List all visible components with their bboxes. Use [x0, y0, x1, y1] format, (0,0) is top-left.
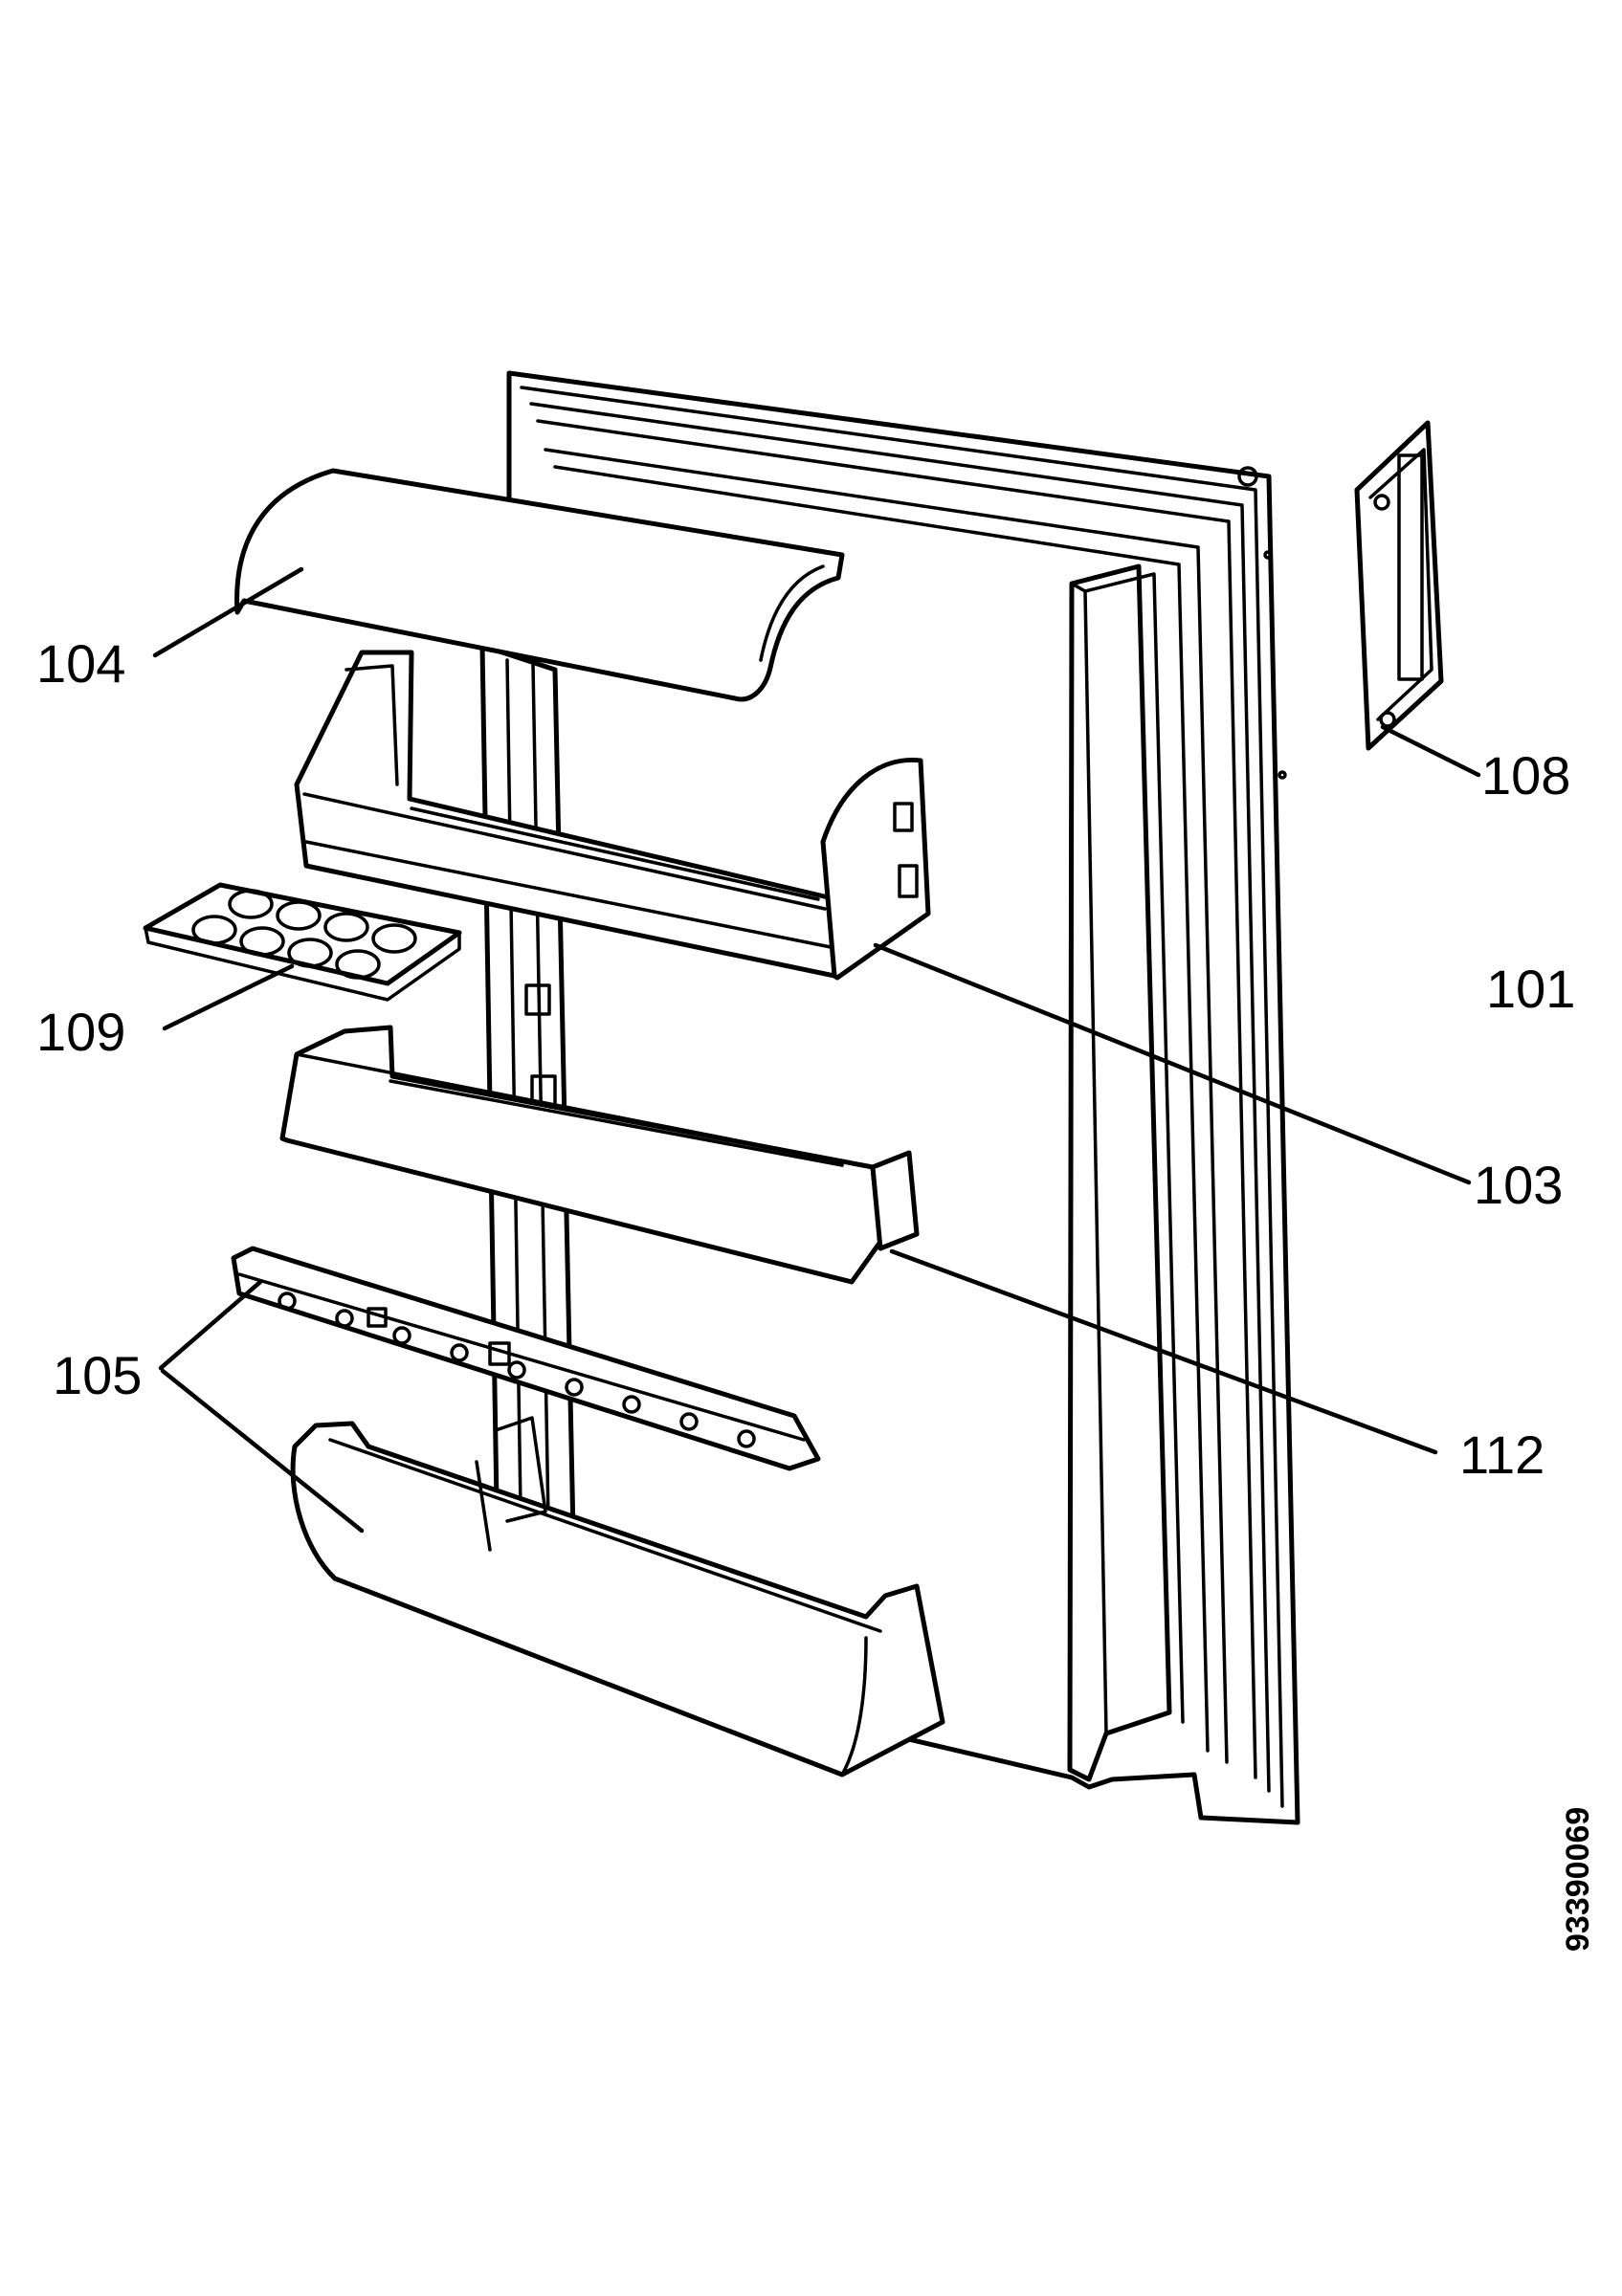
leader-109	[162, 963, 295, 1031]
callout-108: 108	[1481, 745, 1570, 806]
callout-103: 103	[1474, 1155, 1563, 1215]
egg-tray	[143, 882, 462, 1002]
leader-105a	[158, 1279, 263, 1371]
door-liner	[1067, 563, 1185, 1782]
callout-labels: 104 108 109 101 103 105 112	[36, 633, 1575, 1485]
leader-103	[873, 942, 1472, 1185]
leader-104	[152, 566, 304, 658]
callout-104: 104	[36, 633, 125, 694]
top-flap	[234, 468, 845, 702]
callout-109: 109	[36, 1002, 125, 1062]
lower-door-bin	[290, 1416, 945, 1777]
leader-105b	[160, 1368, 365, 1534]
upper-door-bin	[294, 650, 931, 981]
callout-101: 101	[1486, 959, 1575, 1019]
handle-cover	[1354, 420, 1444, 751]
drawing-code: 93390069	[1560, 1807, 1596, 1952]
leader-lines	[152, 566, 1481, 1534]
middle-door-bin	[279, 1025, 920, 1285]
bottle-rail	[231, 1246, 821, 1471]
leader-108	[1380, 724, 1481, 778]
callout-112: 112	[1459, 1424, 1544, 1485]
leader-112	[889, 1248, 1438, 1455]
callout-105: 105	[53, 1345, 142, 1405]
